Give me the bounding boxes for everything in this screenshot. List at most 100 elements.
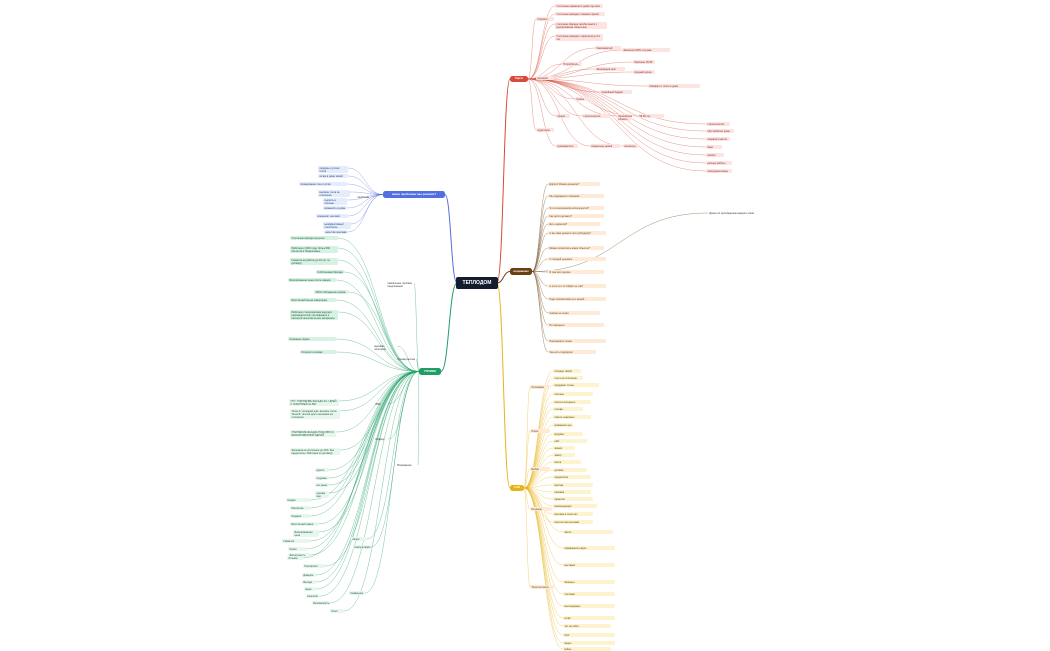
topic-o11[interactable]: Надо посоветоваться с женой	[548, 297, 606, 302]
topic-y21[interactable]: контекстная реклама	[553, 520, 593, 525]
topic-p1[interactable]: продувы и утечки тепла	[318, 166, 348, 174]
topic-y16[interactable]: монтаж	[553, 483, 593, 488]
topic-o12[interactable]: Сейчас не сезон	[548, 311, 600, 316]
topic-y28[interactable]: email	[563, 616, 615, 621]
topic-v16[interactable]: Экспертность	[288, 553, 310, 558]
topic-o6[interactable]: А вы сами делаете или субподряд?	[548, 231, 606, 236]
topic-y18[interactable]: гарантия	[553, 497, 593, 502]
topic-y20[interactable]: реклама в соцсетях	[553, 512, 593, 517]
topic-u8[interactable]: Работаем с материалами ведущих производи…	[290, 310, 338, 321]
branch-obj[interactable]: возражения	[510, 268, 532, 275]
topic-v3[interactable]: нет денег	[315, 483, 329, 488]
topic-v5[interactable]: Скидки	[286, 498, 310, 503]
topic-u17[interactable]: Экономия на отоплении до 40%. Без предоп…	[290, 448, 340, 456]
topic-v8[interactable]: Бесплатный замер	[290, 522, 318, 527]
topic-v9[interactable]: Фиксированная цена	[293, 530, 319, 538]
topic-v21[interactable]: Безопасность	[312, 601, 330, 606]
topic-y25[interactable]: баннеры	[563, 580, 615, 585]
topic-y8[interactable]: сравнение цен	[553, 423, 573, 428]
topic-y7[interactable]: советы знакомых	[553, 415, 591, 420]
topic-y26[interactable]: листовки	[563, 592, 615, 597]
topic-o8[interactable]: У соседей дешевле	[548, 257, 606, 262]
topic-u10[interactable]: Оплата по этапам	[300, 350, 336, 355]
topic-u1[interactable]: Утепление фасада под ключ	[290, 236, 338, 241]
topic-v19[interactable]: Цена	[304, 587, 316, 592]
topic-u19[interactable]: Оффер	[375, 437, 385, 441]
topic-t4b[interactable]: строительство	[582, 114, 610, 119]
topic-t4e[interactable]: руководители	[556, 144, 578, 149]
topic-v20[interactable]: Качество	[306, 594, 320, 599]
topic-y13[interactable]: смета	[553, 460, 581, 465]
topic-o10[interactable]: А если что-то пойдёт не так?	[548, 284, 606, 289]
topic-y24[interactable]: выставки	[563, 563, 615, 568]
topic-y1[interactable]: холодно зимой	[553, 369, 581, 374]
topic-t2d[interactable]: Загородный дом	[595, 67, 625, 72]
topic-t3[interactable]: Семья	[575, 97, 593, 102]
branch-pain[interactable]: какие проблемы мы решаем?	[383, 191, 445, 198]
topic-y10[interactable]: сайт	[553, 439, 587, 444]
topic-od[interactable]: Далее по прохождению каждого этапа	[709, 211, 754, 215]
topic-o15[interactable]: Уже есть подрядчик	[548, 350, 596, 355]
topic-y27[interactable]: мессенджеры	[563, 604, 615, 609]
topic-p3[interactable]: промерзание стен и углов	[299, 182, 347, 187]
topic-p7[interactable]: конденсат на окнах	[316, 214, 348, 219]
topic-t2a[interactable]: Потребитель	[562, 62, 582, 67]
topic-t4[interactable]: Аудитория	[536, 128, 554, 133]
topic-v2[interactable]: подумаю	[315, 476, 329, 481]
topic-p6[interactable]: влажность в доме	[323, 206, 347, 211]
topic-y4[interactable]: плесень	[553, 392, 593, 397]
topic-c4[interactable]: Решение	[530, 507, 552, 512]
topic-pl[interactable]: проблемы	[357, 195, 370, 199]
topic-p8[interactable]: неэффективный утеплитель	[323, 222, 351, 230]
topic-v1[interactable]: дорого	[315, 468, 329, 473]
topic-t1[interactable]: Горизонт	[536, 17, 554, 22]
topic-p4[interactable]: высокие счета за отопление	[318, 190, 350, 198]
topic-v18[interactable]: Выгода	[302, 580, 316, 585]
topic-y15[interactable]: предоплата	[553, 475, 591, 480]
topic-u5[interactable]: Фиксированная цена после замера	[288, 278, 336, 283]
topic-u18[interactable]: ИВО	[375, 402, 381, 406]
topic-t3b[interactable]: Комфорт и тепло в доме	[648, 84, 700, 89]
topic-t4j[interactable]: садовый участок	[706, 137, 730, 142]
topic-t2c[interactable]: Заказчик в 80% случаев	[622, 48, 670, 53]
topic-t2[interactable]: Целевой	[536, 76, 554, 81]
topic-y29[interactable]: чат на сайте	[563, 624, 611, 629]
topic-y23[interactable]: сарафанное радио	[563, 546, 615, 551]
topic-u6[interactable]: 100% соблюдение сроков	[314, 290, 348, 295]
topic-y11[interactable]: звонок	[553, 446, 575, 451]
topic-y17[interactable]: приёмка	[553, 490, 591, 495]
topic-u15[interactable]: Точка А: холодный дом, высокие счета. То…	[290, 409, 340, 420]
topic-y14[interactable]: договор	[553, 468, 587, 473]
topic-t2f[interactable]: средний доход	[633, 70, 655, 75]
topic-u12[interactable]: Ценовая категория	[374, 344, 386, 351]
topic-t4l[interactable]: ремонт	[706, 153, 724, 158]
topic-t4g[interactable]: интересы	[623, 144, 639, 149]
topic-u20[interactable]: Возражения	[397, 463, 412, 467]
topic-t4d[interactable]: 55-65 лет	[638, 114, 664, 119]
topic-p9[interactable]: качество монтажа	[324, 230, 348, 235]
topic-o5[interactable]: Есть гарантия?	[548, 222, 600, 227]
topic-v7[interactable]: Подарки	[290, 514, 310, 519]
topic-y22[interactable]: Авито	[563, 530, 613, 535]
topic-v11[interactable]: Сроки	[288, 547, 306, 552]
topic-v22[interactable]: Опыт	[330, 609, 344, 614]
topic-t4n[interactable]: загородная жизнь	[706, 169, 732, 174]
topic-t1c[interactable]: утепление фасада газобетонного с декорат…	[555, 22, 607, 30]
topic-u14[interactable]: УТП: УТЕПЛЕНИЕ ФАСАДА ЗА 7 ДНЕЙ С ГАРАНТ…	[289, 399, 339, 407]
topic-y3[interactable]: продувает стены	[553, 383, 599, 388]
topic-c5[interactable]: Точки контакта	[530, 585, 554, 590]
topic-u13[interactable]: Преимущества	[397, 357, 415, 361]
topic-t1a[interactable]: Утепление каркасного дома под ключ	[555, 4, 603, 9]
root-node[interactable]: ТЕПЛОДОМ	[456, 277, 498, 289]
topic-p2[interactable]: холод в доме зимой	[318, 174, 348, 179]
topic-v13[interactable]: Портфолио	[303, 564, 325, 569]
topic-t1d[interactable]: Утепление фасада с гарантией до 10 лет	[555, 34, 603, 42]
topic-y6[interactable]: отзывы	[553, 407, 583, 412]
topic-o9[interactable]: Я сам всё сделаю	[548, 270, 604, 275]
topic-y9[interactable]: форумы	[553, 432, 583, 437]
topic-y5[interactable]: поиск в интернете	[553, 400, 591, 405]
topic-t3a[interactable]: Семейный бюджет	[600, 90, 632, 95]
topic-v15[interactable]: Консультация	[353, 545, 371, 550]
topic-t2e[interactable]: Мужчины 35-55	[633, 60, 655, 65]
topic-y2[interactable]: счета за отопление	[553, 376, 583, 381]
